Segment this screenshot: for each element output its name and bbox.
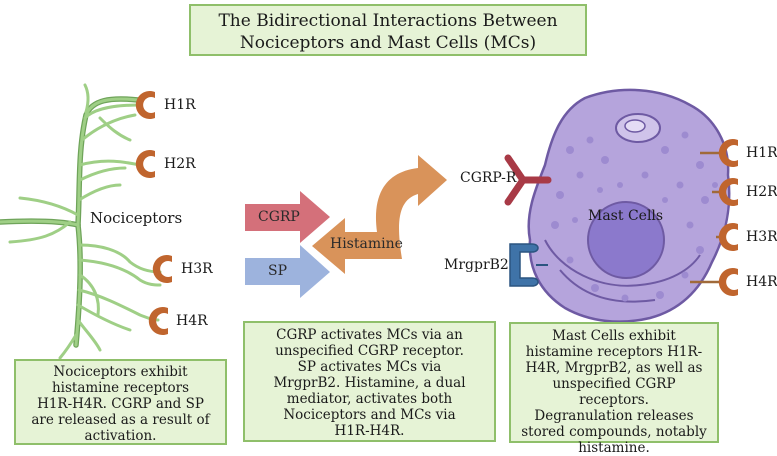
description-line: Nociceptors exhibit bbox=[53, 364, 188, 380]
description-line: unspecified CGRP receptor. bbox=[275, 343, 464, 359]
sp-label: SP bbox=[268, 263, 288, 279]
nociceptor-h4r-receptor bbox=[148, 307, 168, 336]
sp-arrow bbox=[245, 245, 330, 298]
nociceptor-h2r-label: H2R bbox=[164, 156, 196, 172]
mast-cell-description-box: Mast Cells exhibit histamine receptors H… bbox=[509, 322, 719, 456]
description-line: Mast Cells exhibit bbox=[552, 328, 676, 344]
mediator-description-box: CGRP activates MCs via an unspecified CG… bbox=[243, 321, 496, 442]
description-line: Nociceptors and MCs via bbox=[283, 407, 456, 423]
nociceptor-h3r-receptor bbox=[152, 255, 172, 283]
description-line: MrgprB2. Histamine, a dual bbox=[273, 375, 466, 391]
description-line: SP activates MCs via bbox=[297, 359, 442, 375]
mast-h1r-label: H1R bbox=[746, 145, 777, 161]
nociceptor-neuron bbox=[0, 83, 162, 360]
cgrp-arrow bbox=[245, 191, 330, 243]
nociceptors-label: Nociceptors bbox=[90, 209, 183, 227]
nociceptor-h4r-label: H4R bbox=[176, 313, 208, 329]
description-line: H4R, MrgprB2, as well as bbox=[525, 360, 703, 376]
description-line: mediator, activates both bbox=[286, 391, 453, 407]
title-box: The Bidirectional Interactions Between N… bbox=[189, 4, 587, 56]
description-line: histamine receptors bbox=[51, 380, 190, 396]
mast-cell bbox=[527, 88, 731, 323]
histamine-arrow bbox=[312, 155, 447, 274]
description-line: H1R-H4R. bbox=[334, 423, 405, 439]
nociceptor-receptors bbox=[135, 91, 172, 336]
mast-h2r-receptor bbox=[718, 178, 738, 206]
nociceptor-h1r-receptor bbox=[135, 91, 155, 119]
mast-h2r-label: H2R bbox=[746, 184, 777, 200]
mast-cell-receptors bbox=[718, 139, 738, 297]
title-line-2: Nociceptors and Mast Cells (MCs) bbox=[239, 33, 537, 53]
cgrp-r-receptor bbox=[504, 154, 552, 206]
nociceptor-h1r-label: H1R bbox=[164, 97, 196, 113]
mrgprb2-label: MrgprB2 bbox=[444, 257, 509, 273]
nociceptor-h2r-receptor bbox=[135, 150, 155, 178]
description-line: H1R-H4R. CGRP and SP bbox=[37, 396, 204, 412]
description-line: stored compounds, notably bbox=[521, 424, 707, 440]
description-line: CGRP activates MCs via an bbox=[276, 327, 463, 343]
nociceptor-h3r-label: H3R bbox=[181, 261, 213, 277]
mast-cells-label: Mast Cells bbox=[588, 208, 664, 224]
description-line: histamine. bbox=[578, 440, 650, 456]
mast-h3r-receptor bbox=[718, 223, 738, 252]
nociceptor-description-box: Nociceptors exhibit histamine receptors … bbox=[14, 359, 227, 445]
mast-h1r-receptor bbox=[718, 139, 738, 168]
histamine-label: Histamine bbox=[330, 236, 403, 252]
mast-h3r-label: H3R bbox=[746, 229, 777, 245]
title-line-1: The Bidirectional Interactions Between bbox=[218, 11, 558, 31]
description-line: Degranulation releases bbox=[534, 408, 694, 424]
description-line: histamine receptors H1R- bbox=[525, 344, 703, 360]
mast-h4r-label: H4R bbox=[746, 274, 777, 290]
cgrp-r-label: CGRP-R bbox=[460, 170, 517, 186]
description-line: are released as a result of bbox=[31, 412, 210, 428]
description-line: activation. bbox=[84, 428, 157, 444]
mast-h4r-receptor bbox=[718, 268, 738, 297]
description-line: unspecified CGRP receptors. bbox=[552, 376, 676, 408]
mrgprb2-receptor bbox=[509, 243, 548, 287]
cgrp-label: CGRP bbox=[258, 209, 300, 225]
